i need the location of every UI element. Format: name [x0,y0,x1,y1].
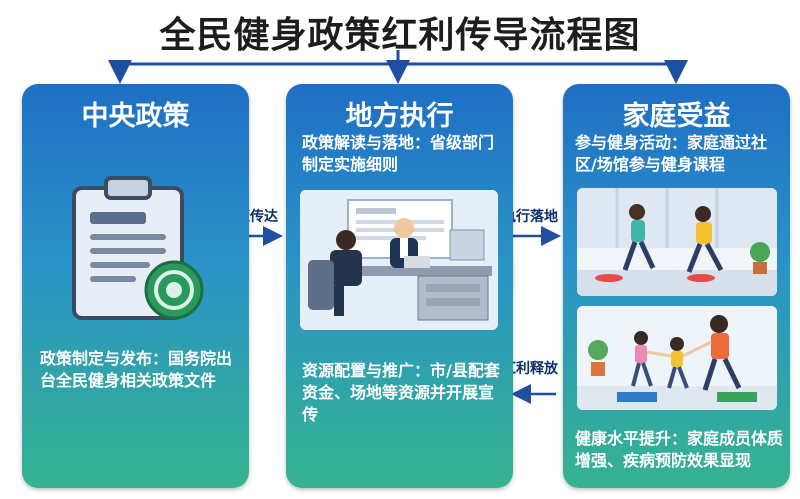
page-title: 全民健身政策红利传导流程图 [159,15,641,56]
panel-bottom-description: 资源配置与推广：市/县配套资金、场地等资源并开展宣传 [302,361,500,424]
panel-description: 政策制定与发布：国务院出台全民健身相关政策文件 [40,349,233,390]
family-jogging-illustration [577,188,777,296]
panel-central-policy: 中央政策 政策制定与发布：国务院出台全民健身相关政策文件 [22,84,249,488]
flow-label-execute-landing: 执行落地 [502,209,558,225]
family-running-together-illustration [577,306,777,410]
panel-family-benefit: 家庭受益 参与健身活动：家庭通过社区/场馆参与健身课程 [563,84,790,488]
panel-heading: 家庭受益 [622,101,731,132]
panel-top-description: 参与健身活动：家庭通过社区/场馆参与健身课程 [575,133,768,174]
panel-bottom-description: 健康水平提升：家庭成员体质增强、疾病预防效果显现 [575,429,784,470]
panel-local-execution: 地方执行 政策解读与落地：省级部门制定实施细则 资源配置与推广：市/县配套资金、… [286,84,513,488]
flow-label-dividend-release: 红利释放 [502,361,558,377]
panel-heading: 地方执行 [345,101,454,132]
panel-top-description: 政策解读与落地：省级部门制定实施细则 [302,133,495,174]
office-meeting-illustration [300,190,498,330]
panel-heading: 中央政策 [81,101,190,132]
clipboard-document-icon [62,174,212,324]
